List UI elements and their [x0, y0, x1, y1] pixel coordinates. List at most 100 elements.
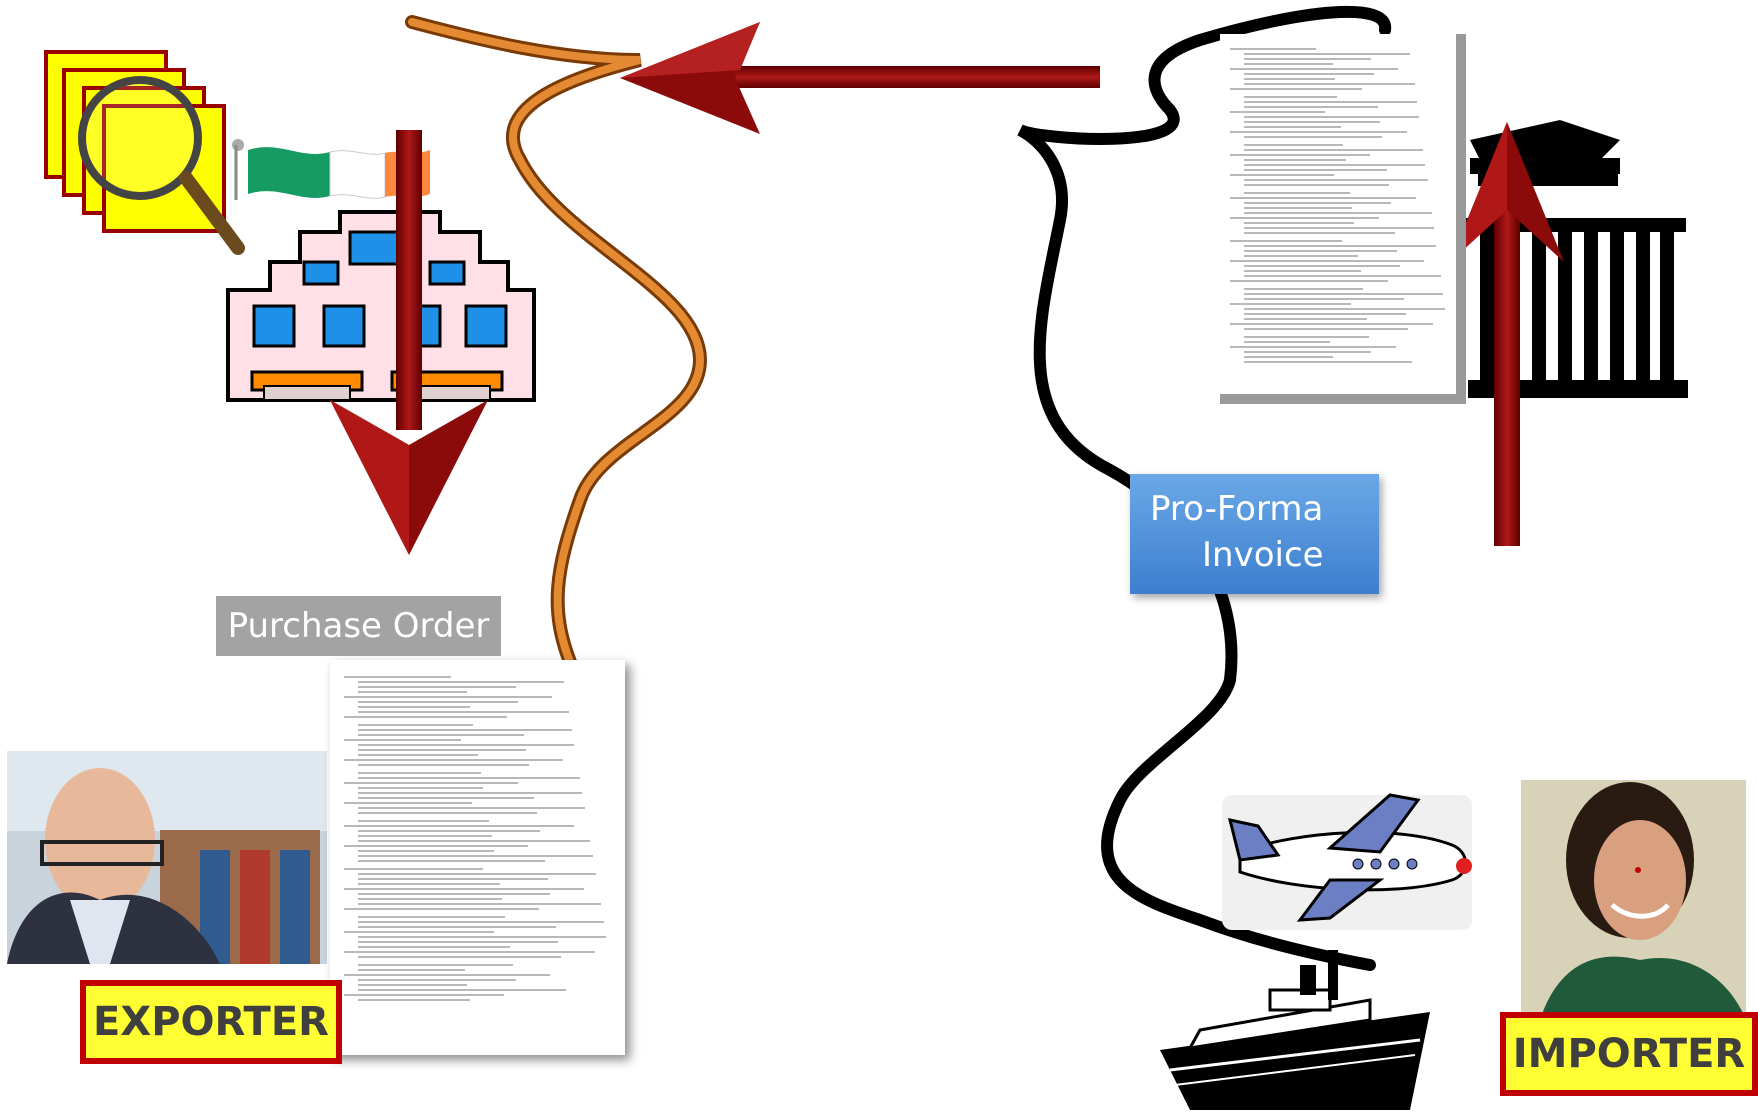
document-text-line	[344, 951, 595, 953]
document-text-line	[358, 946, 511, 948]
document-text-line	[1230, 197, 1416, 199]
importer-photo	[1521, 780, 1746, 1020]
document-text-line	[1244, 361, 1413, 363]
document-text-line	[1244, 184, 1389, 186]
document-text-line	[358, 989, 567, 991]
document-text-line	[344, 802, 473, 804]
document-text-line	[358, 850, 495, 852]
document-text-line	[1230, 217, 1380, 219]
document-text-line	[344, 931, 494, 933]
document-text-line	[1244, 192, 1350, 194]
document-text-line	[1230, 131, 1408, 133]
document-text-line	[358, 893, 551, 895]
document-text-line	[1244, 121, 1381, 123]
document-text-line	[1230, 323, 1434, 325]
document-text-line	[1230, 174, 1334, 176]
document-text-line	[358, 964, 513, 966]
exporter-tag: EXPORTER	[80, 980, 342, 1064]
document-text-line	[358, 878, 548, 880]
document-text-line	[1244, 96, 1337, 98]
document-text-line	[344, 888, 585, 890]
document-text-line	[358, 729, 572, 731]
document-text-line	[358, 956, 561, 958]
document-text-line	[1244, 250, 1398, 252]
document-text-line	[358, 969, 465, 971]
document-text-line	[358, 926, 556, 928]
document-text-line	[1244, 136, 1383, 138]
document-text-line	[344, 739, 462, 741]
document-text-line	[358, 830, 540, 832]
document-text-line	[1244, 202, 1391, 204]
document-text-line	[358, 744, 575, 746]
red-arrow-down	[330, 130, 488, 555]
document-text-line	[358, 916, 505, 918]
document-text-line	[358, 979, 516, 981]
document-text-line	[344, 759, 563, 761]
document-text-line	[344, 825, 574, 827]
document-text-line	[1244, 78, 1335, 80]
document-text-line	[1244, 341, 1331, 343]
document-text-line	[344, 868, 483, 870]
document-text-line	[358, 883, 500, 885]
proforma-invoice-label: Pro-Forma Invoice	[1130, 474, 1379, 594]
letter-of-credit-document-lower	[330, 660, 625, 1055]
document-text-line	[1230, 68, 1399, 70]
document-text-line	[1244, 275, 1441, 277]
document-text-line	[1244, 356, 1333, 358]
document-text-line	[1244, 351, 1372, 353]
document-text-line	[1244, 207, 1352, 209]
purchase-order-label: Purchase Order	[216, 596, 501, 656]
document-text-line	[1244, 58, 1372, 60]
document-text-line	[1244, 232, 1396, 234]
document-text-line	[358, 764, 529, 766]
document-text-line	[1244, 101, 1417, 103]
letter-of-credit-document-upper	[1220, 34, 1466, 404]
document-text-line	[1244, 106, 1378, 108]
document-text-line	[358, 855, 593, 857]
document-text-line	[344, 974, 550, 976]
document-text-line	[358, 903, 601, 905]
document-text-line	[358, 807, 585, 809]
document-text-line	[358, 898, 503, 900]
ship-icon	[1160, 950, 1430, 1110]
document-text-line	[1230, 88, 1362, 90]
document-text-line	[358, 749, 527, 751]
document-text-line	[358, 724, 473, 726]
document-text-line	[1244, 336, 1370, 338]
document-text-line	[358, 691, 468, 693]
document-text-line	[1230, 111, 1326, 113]
document-text-line	[1244, 169, 1387, 171]
document-text-line	[358, 936, 607, 938]
document-text-line	[1230, 280, 1388, 282]
document-text-line	[1230, 346, 1397, 348]
document-text-line	[344, 994, 505, 996]
document-text-line	[344, 676, 451, 678]
document-text-line	[358, 812, 537, 814]
document-text-line	[344, 782, 518, 784]
document-text-line	[358, 754, 479, 756]
document-text-line	[1244, 298, 1404, 300]
document-text-line	[1244, 318, 1368, 320]
document-text-line	[1244, 53, 1411, 55]
document-text-line	[1244, 73, 1374, 75]
document-text-line	[358, 711, 569, 713]
document-text-line	[1244, 293, 1443, 295]
document-text-line	[358, 873, 596, 875]
document-text-line	[1230, 260, 1425, 262]
document-text-line	[1230, 48, 1317, 50]
document-text-line	[1244, 179, 1428, 181]
document-text-line	[1230, 154, 1371, 156]
document-text-line	[1244, 245, 1437, 247]
document-text-line	[1244, 83, 1415, 85]
document-text-line	[1244, 270, 1361, 272]
document-text-line	[1244, 116, 1419, 118]
document-text-line	[358, 820, 489, 822]
document-text-line	[1244, 63, 1333, 65]
document-text-line	[1244, 159, 1346, 161]
document-text-line	[358, 941, 559, 943]
document-text-line	[1244, 227, 1435, 229]
exporter-photo	[7, 751, 327, 964]
document-text-line	[1244, 308, 1445, 310]
document-text-line	[1244, 328, 1409, 330]
